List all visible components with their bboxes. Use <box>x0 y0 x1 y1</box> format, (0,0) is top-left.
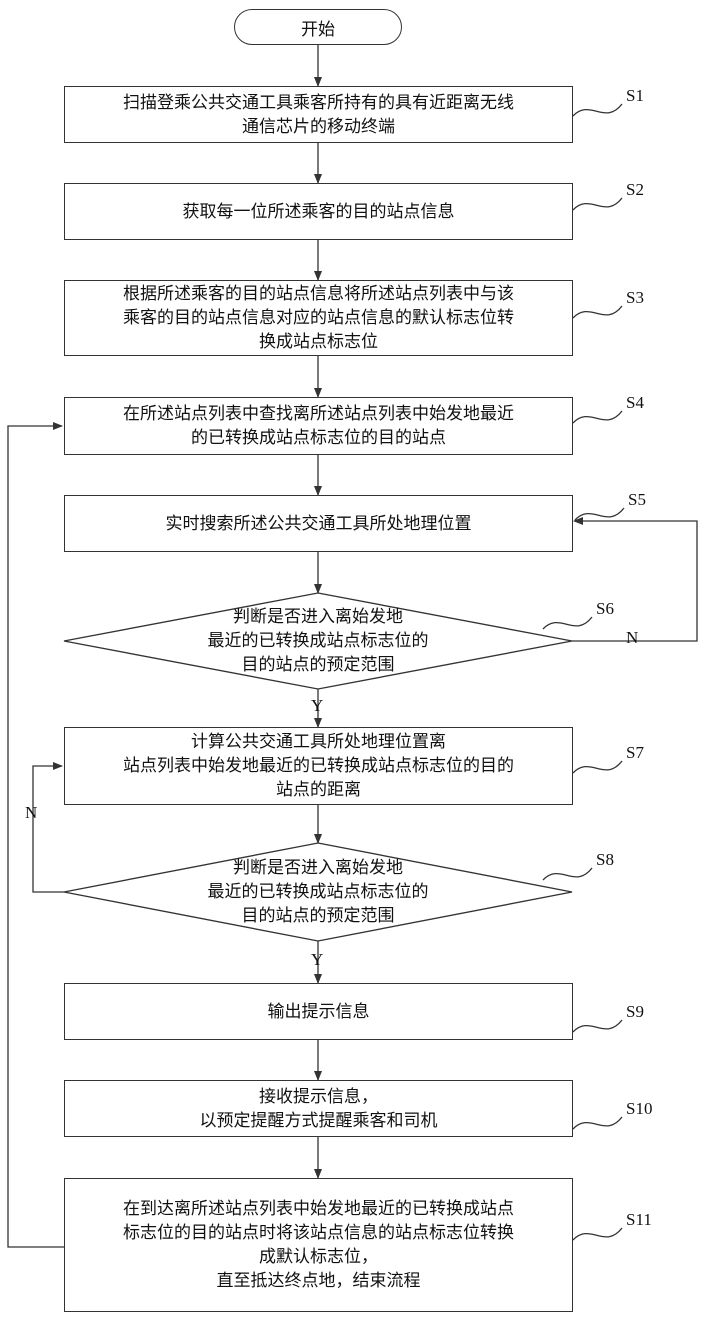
label-s8-no: N <box>25 803 37 823</box>
label-s2: S2 <box>626 180 644 200</box>
label-s7: S7 <box>626 743 644 763</box>
step-s5-text: 实时搜索所述公共交通工具所处地理位置 <box>166 512 472 536</box>
step-s1: 扫描登乘公共交通工具乘客所持有的具有近距离无线 通信芯片的移动终端 <box>64 86 573 143</box>
leader-s8 <box>543 868 592 880</box>
decision-s8-text: 判断是否进入离始发地 最近的已转换成站点标志位的 目的站点的预定范围 <box>150 856 486 928</box>
step-s11: 在到达离所述站点列表中始发地最近的已转换成站点 标志位的目的站点时将该站点信息的… <box>64 1178 573 1312</box>
label-s8-yes: Y <box>311 950 323 970</box>
leader-s10 <box>573 1117 622 1129</box>
label-s6: S6 <box>596 599 614 619</box>
step-s9: 输出提示信息 <box>64 983 573 1040</box>
step-s3-text: 根据所述乘客的目的站点信息将所述站点列表中与该 乘客的目的站点信息对应的站点信息… <box>123 282 514 354</box>
step-s1-text: 扫描登乘公共交通工具乘客所持有的具有近距离无线 通信芯片的移动终端 <box>123 91 514 139</box>
step-s9-text: 输出提示信息 <box>268 1000 370 1024</box>
step-s3: 根据所述乘客的目的站点信息将所述站点列表中与该 乘客的目的站点信息对应的站点信息… <box>64 280 573 356</box>
label-s1: S1 <box>626 86 644 106</box>
leader-s11 <box>573 1228 622 1240</box>
step-s4: 在所述站点列表中查找离所述站点列表中始发地最近 的已转换成站点标志位的目的站点 <box>64 397 573 455</box>
label-s6-yes: Y <box>311 696 323 716</box>
label-s4: S4 <box>626 393 644 413</box>
step-s4-text: 在所述站点列表中查找离所述站点列表中始发地最近 的已转换成站点标志位的目的站点 <box>123 402 514 450</box>
leader-s2 <box>573 198 622 210</box>
loop-s8-no <box>33 766 64 892</box>
leader-s1 <box>573 104 622 116</box>
label-s5: S5 <box>628 490 646 510</box>
decision-s6: 判断是否进入离始发地 最近的已转换成站点标志位的 目的站点的预定范围 <box>150 605 486 677</box>
leader-s6 <box>543 617 592 629</box>
label-s9: S9 <box>626 1002 644 1022</box>
loop-s6-no <box>572 521 697 641</box>
step-s10: 接收提示信息， 以预定提醒方式提醒乘客和司机 <box>64 1080 573 1137</box>
decision-s6-text: 判断是否进入离始发地 最近的已转换成站点标志位的 目的站点的预定范围 <box>150 605 486 677</box>
start-node: 开始 <box>234 9 402 45</box>
step-s2: 获取每一位所述乘客的目的站点信息 <box>64 183 573 240</box>
leader-s4 <box>573 411 622 423</box>
loop-s11-s4 <box>8 426 64 1247</box>
label-s10: S10 <box>626 1099 652 1119</box>
label-s11: S11 <box>626 1210 652 1230</box>
step-s2-text: 获取每一位所述乘客的目的站点信息 <box>183 200 455 224</box>
leader-s7 <box>573 761 622 773</box>
leader-s9 <box>573 1020 622 1032</box>
step-s10-text: 接收提示信息， 以预定提醒方式提醒乘客和司机 <box>200 1085 438 1133</box>
step-s11-text: 在到达离所述站点列表中始发地最近的已转换成站点 标志位的目的站点时将该站点信息的… <box>123 1197 514 1293</box>
label-s3: S3 <box>626 288 644 308</box>
leader-s3 <box>573 306 622 318</box>
leader-s5 <box>575 508 624 520</box>
start-label: 开始 <box>301 15 335 40</box>
step-s5: 实时搜索所述公共交通工具所处地理位置 <box>64 495 573 552</box>
step-s7-text: 计算公共交通工具所处地理位置离 站点列表中始发地最近的已转换成站点标志位的目的 … <box>123 730 514 802</box>
label-s6-no: N <box>626 628 638 648</box>
label-s8: S8 <box>596 850 614 870</box>
decision-s8: 判断是否进入离始发地 最近的已转换成站点标志位的 目的站点的预定范围 <box>150 856 486 928</box>
step-s7: 计算公共交通工具所处地理位置离 站点列表中始发地最近的已转换成站点标志位的目的 … <box>64 727 573 805</box>
